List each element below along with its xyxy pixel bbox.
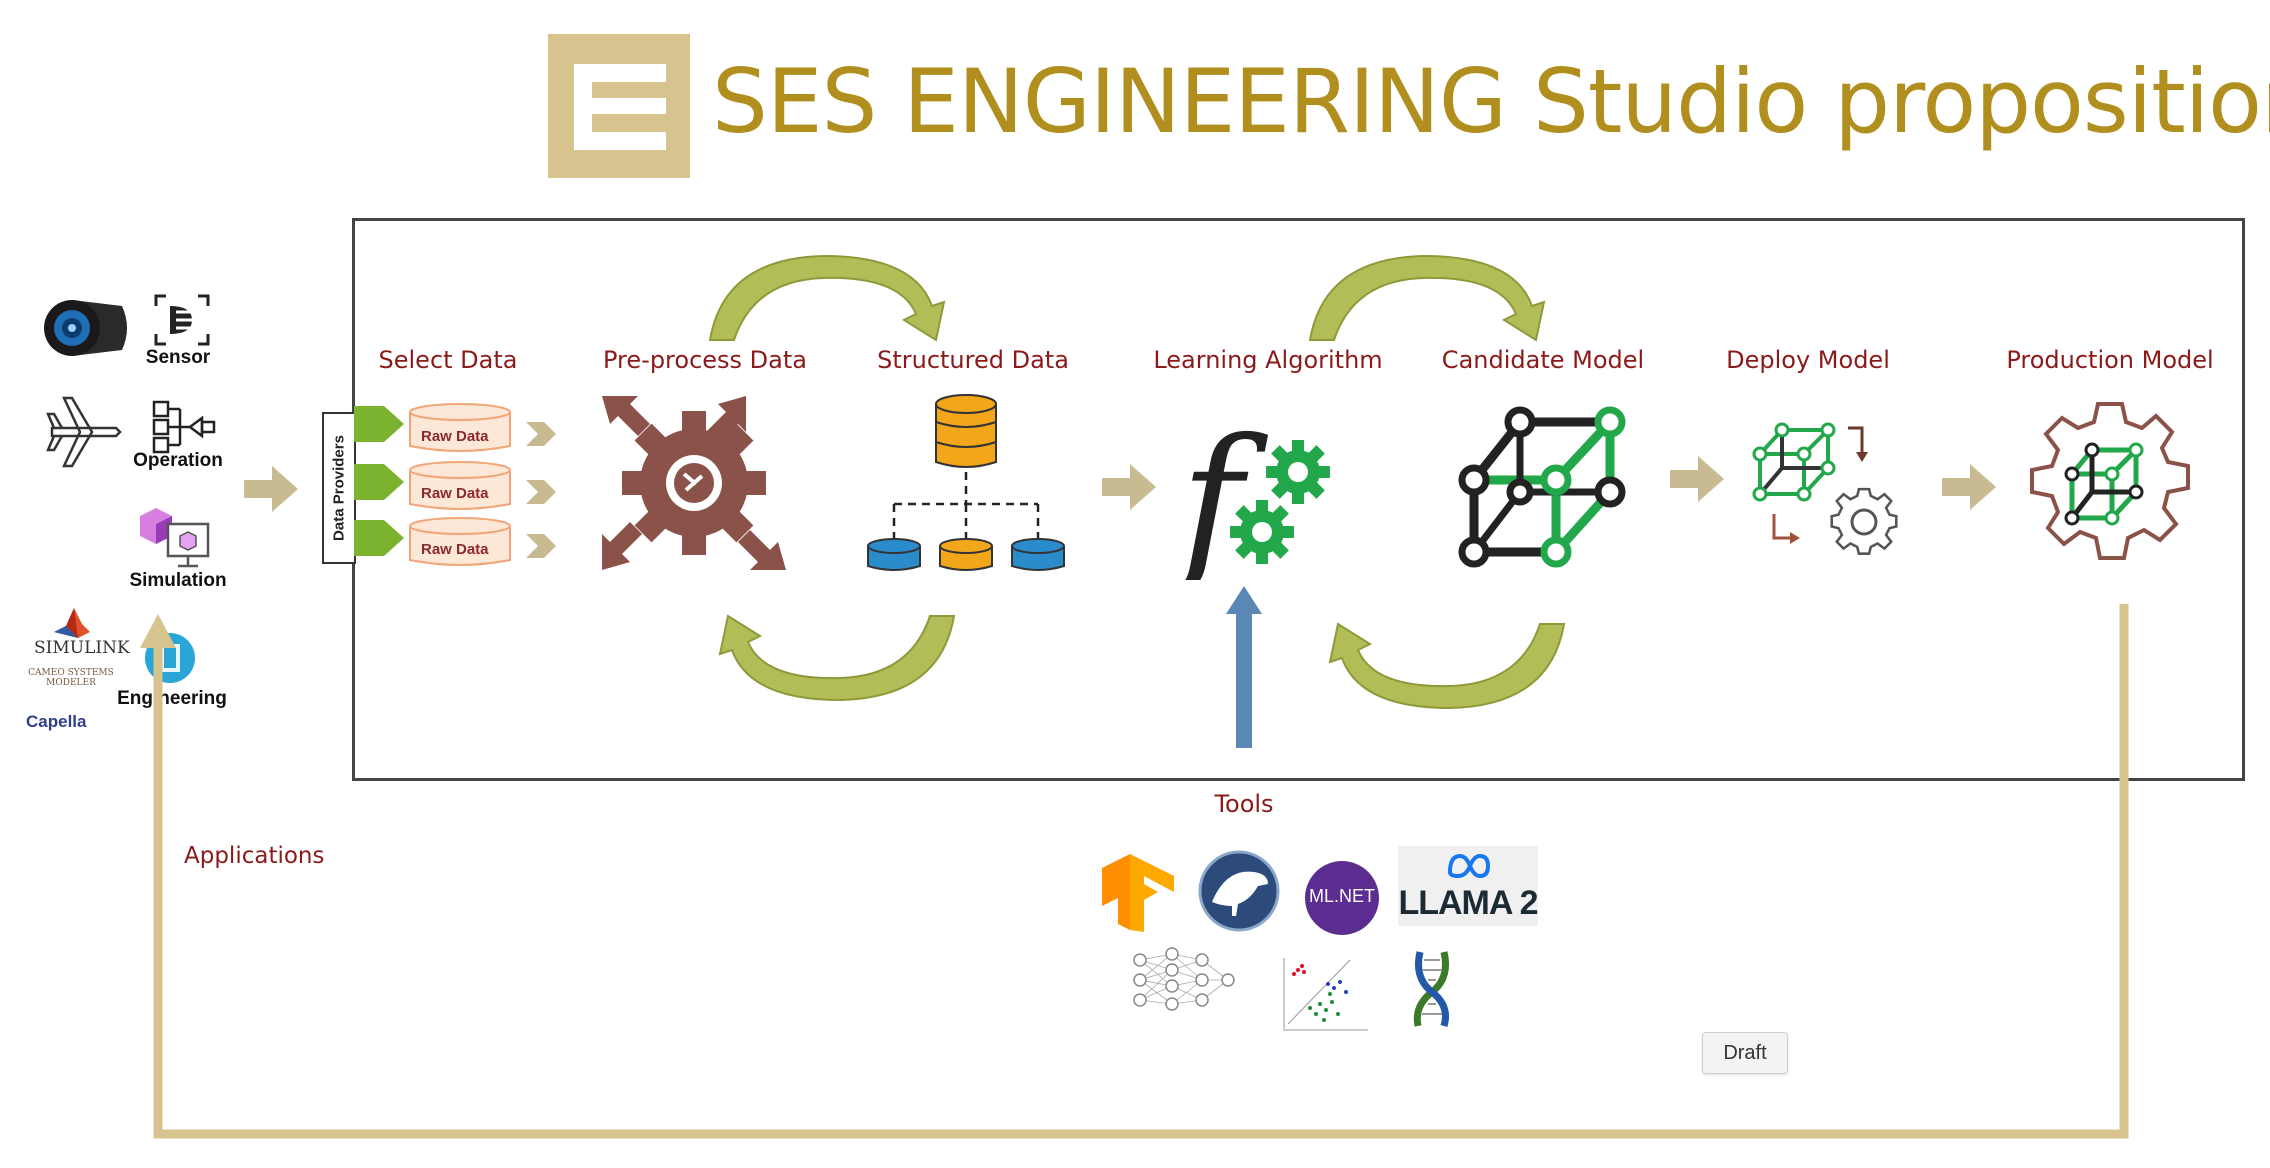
- stage-preprocess-label: Pre-process Data: [603, 346, 807, 374]
- raw-data-label-2: Raw Data: [421, 485, 489, 502]
- operation-icon: [152, 400, 216, 454]
- source-operation-label: Operation: [133, 450, 223, 471]
- capella-logo-text: Capella: [26, 712, 87, 731]
- provider-chevrons: [354, 406, 404, 556]
- page-title: SES ENGINEERING Studio proposition: [712, 50, 2270, 153]
- raw-data-label-1: Raw Data: [421, 428, 489, 445]
- applications-label: Applications: [184, 843, 325, 869]
- flow-arrow-2: [1670, 456, 1724, 502]
- deploy-model-icon: [1752, 422, 1898, 555]
- raw-data-stack-icon: [409, 403, 511, 566]
- loop-arrow-bottom-2: [1328, 622, 1566, 710]
- learning-algorithm-icon: f: [1170, 420, 1330, 580]
- llama2-logo-text: LLAMA 2: [1398, 884, 1538, 922]
- stage-deploy-label: Deploy Model: [1726, 346, 1890, 374]
- cameo-logo-text: CAMEO SYSTEMS MODELER: [28, 668, 114, 688]
- candidate-model-icon: [1458, 406, 1626, 568]
- select-chevrons: [526, 422, 556, 558]
- input-arrow: [244, 466, 298, 512]
- meta-infinity-icon: [1448, 853, 1491, 879]
- simulink-icon: [54, 608, 90, 638]
- simulink-logo-text: SIMULINK: [34, 638, 130, 658]
- svg-text:f: f: [1170, 420, 1269, 580]
- production-model-icon: [2030, 402, 2190, 560]
- data-providers-box: Data Providers: [322, 412, 356, 564]
- preprocess-gear-icon: [602, 396, 786, 570]
- source-sensor-label: Sensor: [145, 347, 211, 368]
- dna-helix-icon: [1413, 951, 1449, 1028]
- tensorflow-icon: [1102, 854, 1174, 932]
- draft-button[interactable]: Draft: [1702, 1032, 1788, 1074]
- mlnet-logo-text: ML.NET: [1308, 886, 1375, 906]
- simulation-icon: [140, 508, 210, 568]
- ses-logo: [548, 34, 690, 178]
- stage-candidate-label: Candidate Model: [1441, 346, 1645, 374]
- data-providers-label: Data Providers: [330, 435, 348, 541]
- loop-arrow-top-2: [1308, 254, 1546, 342]
- flow-arrow-3: [1942, 464, 1996, 510]
- source-engineering-label: Engineering: [117, 688, 227, 709]
- sensor-icon: [154, 294, 210, 346]
- tools-input-arrow: [1226, 586, 1262, 748]
- stage-select-data-label: Select Data: [378, 346, 518, 374]
- stage-learning-label: Learning Algorithm: [1153, 346, 1383, 374]
- loop-arrow-bottom-1: [718, 614, 956, 702]
- feedback-loop-arrow: [140, 604, 2129, 1139]
- jet-engine-icon: [44, 300, 127, 356]
- source-simulation-label: Simulation: [129, 570, 227, 591]
- raw-data-label-3: Raw Data: [421, 541, 489, 558]
- neural-network-icon: [1133, 947, 1235, 1011]
- stage-structured-label: Structured Data: [877, 346, 1069, 374]
- flow-arrow-1: [1102, 464, 1156, 510]
- loop-arrow-top-1: [708, 254, 946, 342]
- structured-data-icon: [867, 394, 1065, 571]
- stage-production-label: Production Model: [2006, 346, 2214, 374]
- clustering-plot-icon: [1283, 958, 1368, 1031]
- mlnet-icon: [1305, 861, 1379, 935]
- tools-label: Tools: [1214, 790, 1274, 818]
- aircraft-icon: [46, 396, 122, 468]
- weka-bird-icon: [1198, 850, 1280, 932]
